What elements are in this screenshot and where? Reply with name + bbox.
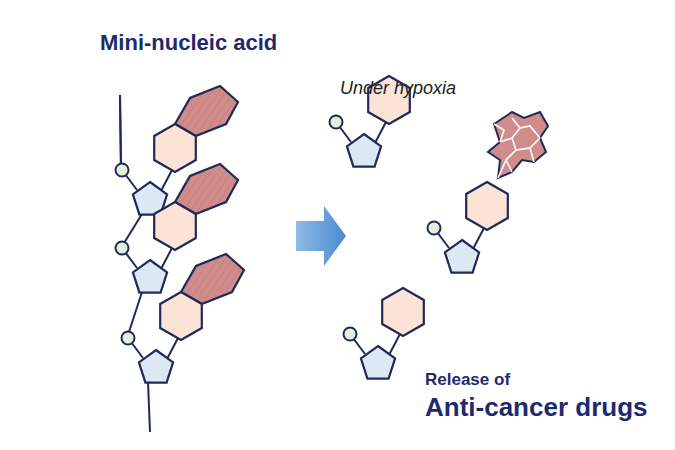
release-label: Release of [425,370,510,390]
diagram-title: Mini-nucleic acid [100,30,277,56]
condition-label: Under hypoxia [340,78,456,99]
drug-label: Anti-cancer drugs [425,392,648,423]
